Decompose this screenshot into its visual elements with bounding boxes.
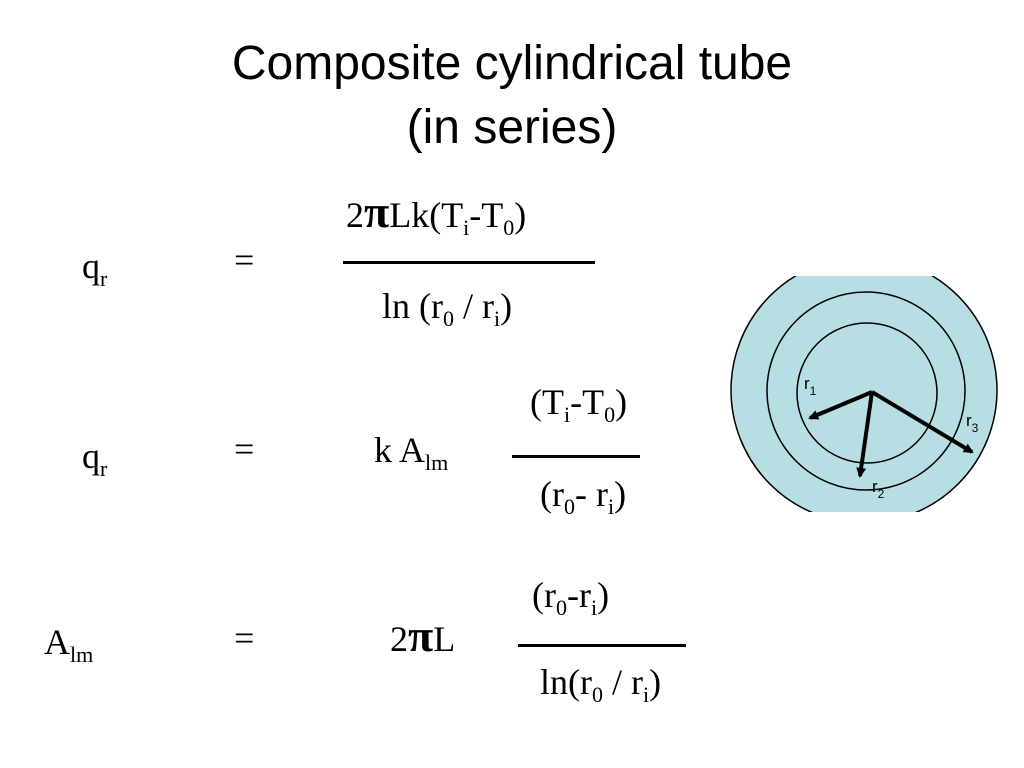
radius-r2-arrow <box>856 391 874 478</box>
composite-cylinder-diagram: r1 r2 r3 <box>730 276 998 512</box>
eq1-numerator: 2πLk(Ti-T0) <box>346 186 527 240</box>
eq2-equals: = <box>234 429 255 469</box>
eq1-lhs: qr <box>82 246 108 291</box>
eq3-equals: = <box>234 618 255 658</box>
eq3-numerator: (r0-ri) <box>532 575 610 620</box>
eq3-denominator: ln(r0 / ri) <box>540 662 662 707</box>
eq3-fraction-bar <box>518 644 686 647</box>
label-r3: r3 <box>966 411 979 435</box>
label-r2: r2 <box>872 477 885 501</box>
middle-cylinder-boundary <box>766 291 966 491</box>
eq2-numerator: (Ti-T0) <box>530 382 628 427</box>
inner-cylinder-boundary <box>796 322 938 464</box>
eq1-denominator: ln (r0 / ri) <box>382 286 513 331</box>
eq2-denominator: (r0- ri) <box>540 474 627 519</box>
eq2-coefficient: k Alm <box>374 430 449 475</box>
eq2-fraction-bar <box>512 455 640 458</box>
radius-r3-arrow <box>870 390 974 454</box>
eq2-lhs: qr <box>82 436 108 481</box>
label-r1: r1 <box>804 374 817 398</box>
slide-title-line1: Composite cylindrical tube <box>231 37 793 90</box>
eq3-coefficient: 2πL <box>390 610 456 661</box>
eq1-equals: = <box>234 240 255 280</box>
radius-r1-arrow <box>808 390 873 420</box>
eq3-lhs: Alm <box>44 622 94 667</box>
eq1-fraction-bar <box>343 261 595 264</box>
slide-title-line2: (in series) <box>406 101 618 154</box>
